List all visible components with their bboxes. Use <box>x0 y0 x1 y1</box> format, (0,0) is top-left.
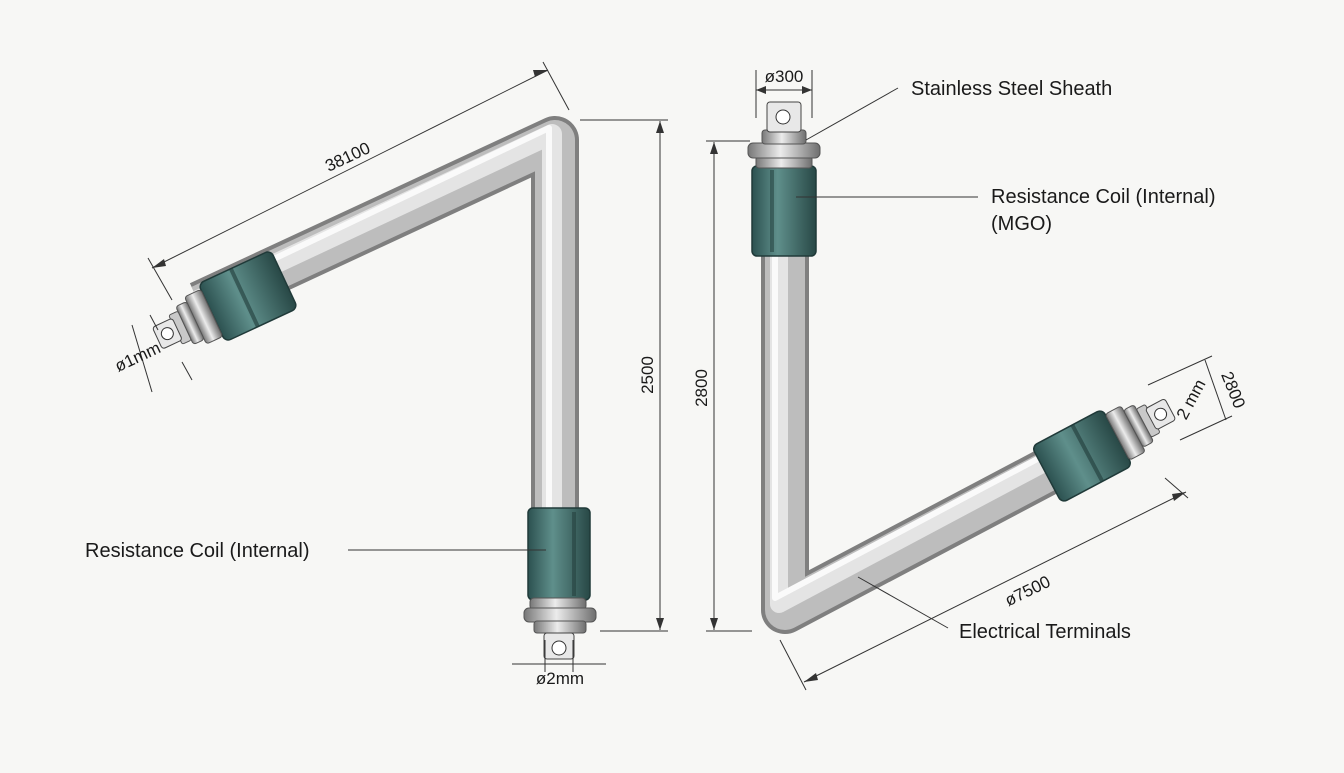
left-heater: 38100 2500 ø2mm ø1mm Resistance Coil (In… <box>85 61 668 688</box>
right-vertical-height-label: 2800 <box>692 369 711 407</box>
left-bottom-coil <box>527 507 591 601</box>
mgo-label: (MGO) <box>991 213 1052 235</box>
right-top-nut <box>747 142 821 159</box>
left-resistance-coil-label: Resistance Coil (Internal) <box>85 540 310 562</box>
right-top-coil-assembly <box>747 101 821 257</box>
left-vertical-height-label: 2500 <box>638 356 657 394</box>
right-end-terminal-height-label: 2800 <box>1217 369 1249 411</box>
left-bottom-terminal-diameter-label: ø2mm <box>536 669 584 688</box>
left-diagonal-coil-assembly <box>152 251 297 349</box>
resistance-coil-internal-label: Resistance Coil (Internal) <box>991 186 1216 208</box>
right-diagonal-coil-assembly <box>1033 399 1176 502</box>
right-diagonal-dimension-line <box>803 491 1187 683</box>
right-diagonal-length-label: ø7500 <box>1002 572 1054 610</box>
left-bottom-coil-assembly <box>523 507 597 660</box>
right-top-coil <box>751 165 817 257</box>
right-top-terminal-diameter-label: ø300 <box>765 67 804 86</box>
left-diagonal-dimension-line <box>151 69 549 269</box>
right-heater: ø300 2800 ø7500 2 mm 2800 Stainless Stee… <box>692 67 1249 691</box>
terminals-leader <box>857 576 949 629</box>
electrical-terminals-label: Electrical Terminals <box>959 621 1131 643</box>
stainless-steel-sheath-label: Stainless Steel Sheath <box>911 78 1112 100</box>
sheath-leader <box>805 87 899 141</box>
right-end-terminal-diameter-label: 2 mm <box>1173 376 1210 422</box>
